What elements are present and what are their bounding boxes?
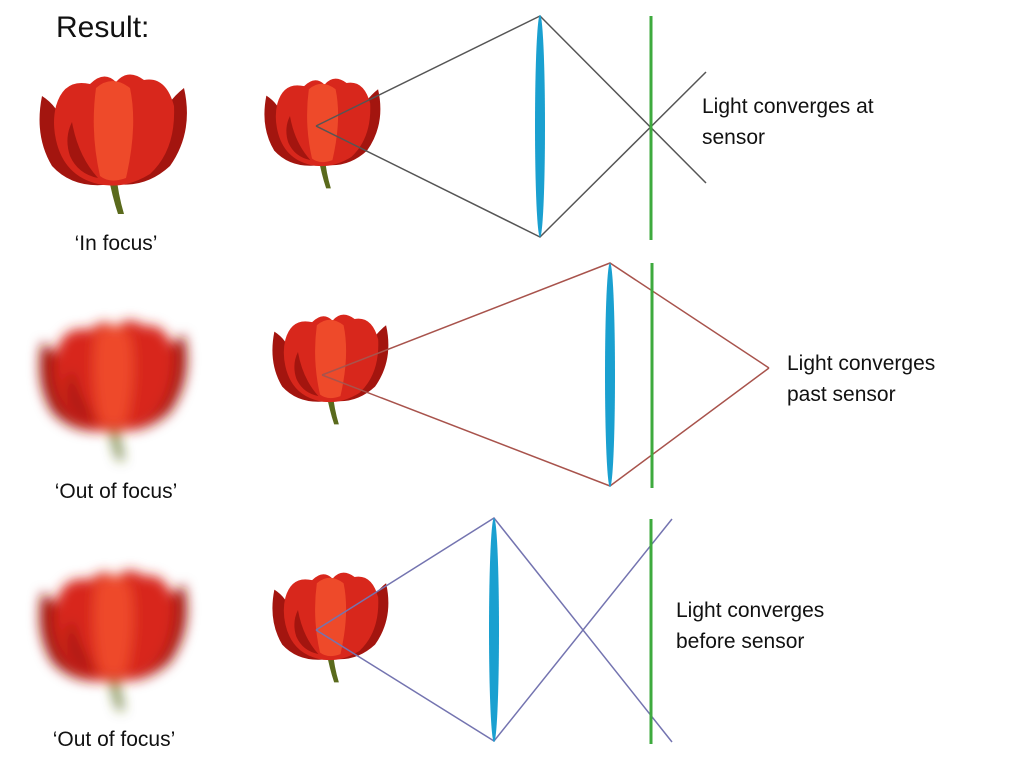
row-past-sensor: ‘Out of focus’ Light converges past sens… bbox=[39, 262, 935, 503]
note-line-1: Light converges bbox=[676, 599, 824, 622]
note-line-1: Light converges bbox=[787, 352, 935, 375]
tulip-source-image bbox=[264, 78, 381, 189]
note-line-2: past sensor bbox=[787, 383, 896, 406]
caption-out-of-focus: ‘Out of focus’ bbox=[53, 728, 176, 751]
note-line-2: sensor bbox=[702, 126, 765, 149]
row-before-sensor: ‘Out of focus’ Light converges before se… bbox=[39, 517, 824, 751]
tulip-source-image bbox=[272, 572, 389, 683]
ray-upper bbox=[321, 262, 770, 376]
lens bbox=[605, 263, 615, 487]
row-in-focus: ‘In focus’ Light converges at sensor bbox=[39, 15, 874, 255]
note-line-2: before sensor bbox=[676, 630, 804, 653]
tulip-source-image bbox=[272, 314, 389, 425]
tulip-blurred-image bbox=[39, 570, 187, 710]
caption-out-of-focus: ‘Out of focus’ bbox=[55, 480, 178, 503]
tulip-blurred-image bbox=[39, 320, 187, 460]
tulip-sharp-image bbox=[39, 74, 187, 214]
caption-in-focus: ‘In focus’ bbox=[75, 232, 158, 255]
diagram-heading: Result: bbox=[56, 11, 149, 44]
lens bbox=[535, 15, 545, 237]
note-line-1: Light converges at bbox=[702, 95, 874, 118]
lens bbox=[489, 518, 499, 742]
ray-lower bbox=[321, 367, 770, 487]
